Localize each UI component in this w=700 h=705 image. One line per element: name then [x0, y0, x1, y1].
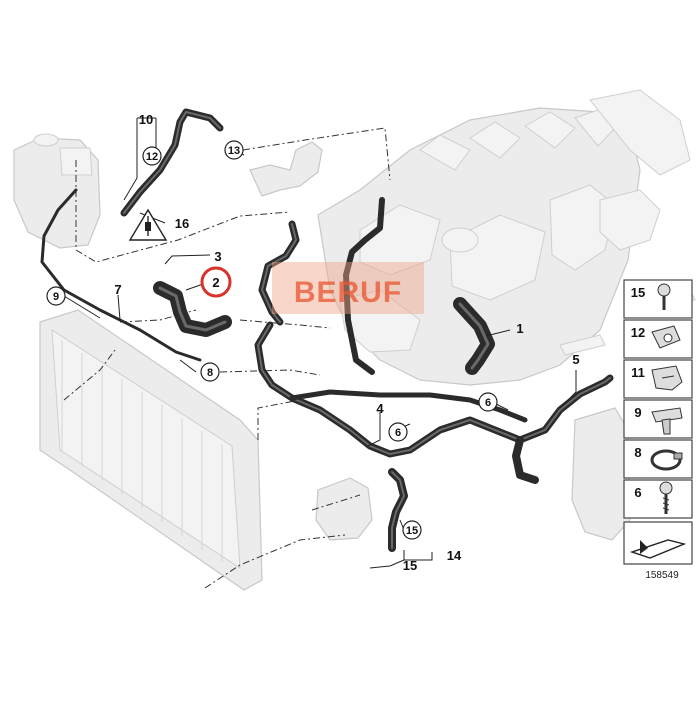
electric-plug-warning-icon	[128, 208, 168, 241]
expansion-tank	[13, 133, 101, 249]
callout-3: 3	[214, 249, 221, 264]
parts-panel: 15 12 11 9 8	[623, 279, 693, 581]
callout-8-circle	[200, 362, 220, 382]
hose-clamp-icon	[650, 449, 683, 471]
panel-item-9-number: 9	[634, 405, 641, 420]
callout-15-circle	[402, 520, 422, 540]
callout-7: 7	[114, 282, 121, 297]
callout-6a-circle	[478, 392, 498, 412]
radiator	[39, 309, 263, 591]
screw-long-icon	[659, 481, 673, 514]
panel-item-6-number: 6	[634, 485, 641, 500]
callout-8: 8	[207, 367, 213, 379]
panel-item-15	[623, 279, 693, 319]
callout-2-highlight-ring	[200, 266, 232, 298]
callout-1: 1	[516, 321, 523, 336]
callout-6b: 6	[395, 427, 401, 439]
callout-9: 9	[53, 291, 59, 303]
callout-14: 15	[403, 558, 417, 573]
screw-short-icon	[657, 283, 671, 310]
callout-5: 5	[572, 352, 579, 367]
panel-item-6	[623, 479, 693, 519]
callout-12: 13	[228, 145, 240, 157]
hose-clip-icon	[651, 325, 681, 349]
callout-labels: 10 12 13 16 3 2 9 7 8 1 5 4 6 6 15	[46, 112, 580, 573]
watermark-text: BERUF	[294, 276, 402, 309]
watermark: BERUF	[272, 262, 424, 314]
callout-13: 14	[447, 548, 462, 563]
callout-2: 2	[212, 275, 219, 290]
callout-16: 16	[175, 216, 189, 231]
arrow-direction-icon	[629, 539, 687, 559]
panel-item-15-number: 15	[631, 285, 645, 300]
panel-item-8-number: 8	[634, 445, 641, 460]
callout-6a: 6	[485, 397, 491, 409]
retaining-clip-icon	[651, 365, 683, 391]
callout-11-circle	[142, 146, 162, 166]
callout-6b-circle	[388, 422, 408, 442]
callout-11: 12	[146, 151, 158, 163]
callout-4: 4	[376, 401, 384, 416]
panel-item-9	[623, 399, 693, 439]
reference-number: 158549	[645, 570, 679, 581]
panel-item-12-number: 12	[631, 325, 645, 340]
callout-15: 15	[406, 525, 418, 537]
callout-10: 10	[139, 112, 153, 127]
callout-9-circle	[46, 286, 66, 306]
water-pump-housing	[571, 407, 631, 541]
thermostat-housing	[315, 477, 373, 541]
callout-12-circle	[224, 140, 244, 160]
expanding-rivet-icon	[651, 407, 683, 435]
panel-item-11-number: 11	[631, 365, 645, 380]
dash-lines	[63, 127, 391, 589]
hoses	[40, 108, 614, 552]
